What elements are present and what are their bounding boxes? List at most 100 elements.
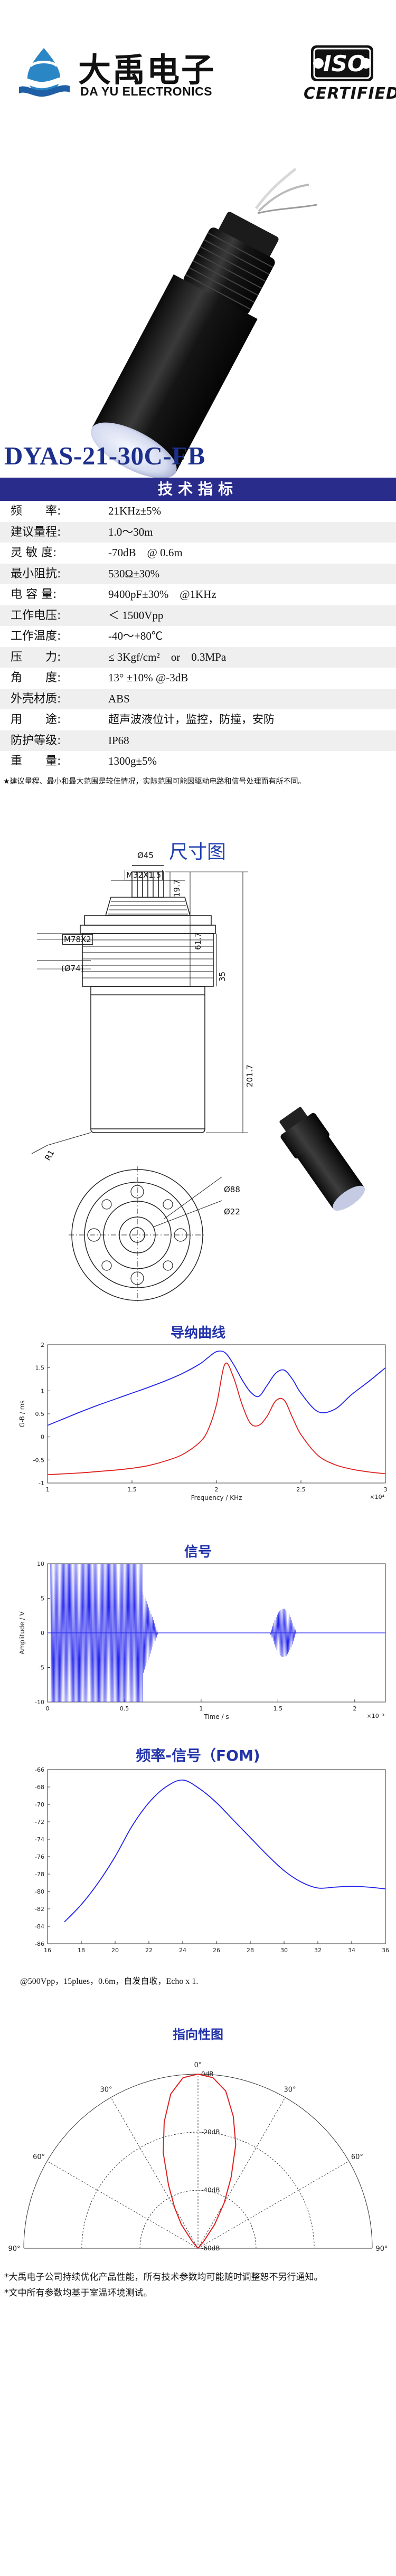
spec-value: ＜ 1500Vpp <box>108 609 164 622</box>
spec-row: 外壳材质:ABS <box>0 688 396 709</box>
polar-radial-label: -60dB <box>201 2245 220 2252</box>
x-tick-label: 0 <box>46 1705 50 1712</box>
x-tick-label: 1.5 <box>274 1705 283 1712</box>
x-tick-label: 2 <box>215 1486 219 1493</box>
y-tick-label: 5 <box>41 1595 44 1602</box>
y-tick-label: -82 <box>35 1906 44 1913</box>
spec-label: 频 率: <box>11 505 61 518</box>
y-tick-label: -5 <box>39 1665 44 1671</box>
iso-certified-text: CERTIFIED <box>304 84 396 103</box>
y-tick-label: 1 <box>41 1387 44 1394</box>
signal-segment-decay <box>143 1591 158 1673</box>
x-tick-label: 2.5 <box>296 1486 306 1493</box>
x-tick-label: 32 <box>314 1947 322 1954</box>
dim-diameter-22: Ø22 <box>224 1207 240 1216</box>
spec-label: 最小阻抗: <box>11 567 61 581</box>
x-tick-label: 22 <box>145 1947 153 1954</box>
y-tick-label: -78 <box>35 1871 44 1878</box>
spec-row: 工作温度:-40～+80℃ <box>0 626 396 647</box>
series-line-g <box>47 1350 386 1426</box>
chart-signal-title: 信号 <box>184 1544 212 1560</box>
dimension-drawing <box>31 865 285 1304</box>
y-tick-label: 0 <box>41 1630 44 1637</box>
company-logo <box>15 45 73 103</box>
y-tick-label: -0.5 <box>33 1457 44 1463</box>
dim-diameter-45: Ø45 <box>137 851 154 860</box>
polar-radial-label: -40dB <box>201 2187 220 2194</box>
x-tick-label: 16 <box>44 1947 51 1954</box>
plot-frame <box>47 1344 386 1484</box>
dim-height-61-7: 61.7 <box>193 932 203 950</box>
spec-value: 530Ω±30% <box>108 567 160 580</box>
series-line-fom <box>64 1779 386 1923</box>
iso-badge <box>311 45 373 81</box>
x-tick-label: 1 <box>46 1486 50 1493</box>
footnote-2: *文中所有参数均基于室温环境测试。 <box>4 2288 153 2298</box>
dim-diameter-74: (Ø74) <box>61 964 84 973</box>
spec-value: -70dB @ 0.6m <box>108 546 183 559</box>
x-exponent-label: ×10⁻³ <box>367 1713 384 1719</box>
spec-row: 用 途: 超声波液位计，监控，防撞，安防 <box>0 709 396 730</box>
product-model: DYAS-21-30C-FB <box>4 441 205 470</box>
x-tick-label: 30 <box>280 1947 288 1954</box>
spec-row: 灵 敏 度:-70dB @ 0.6m <box>0 543 396 564</box>
spec-value: 超声波液位计，监控，防撞，安防 <box>108 713 275 726</box>
spec-row: 频 率:21KHz±5% <box>0 501 396 522</box>
spec-label: 角 度: <box>11 671 61 685</box>
polar-angle-label: 90° <box>375 2245 388 2253</box>
y-tick-label: -66 <box>35 1766 44 1773</box>
x-tick-label: 28 <box>247 1947 254 1954</box>
footnote-1: *大禹电子公司持续优化产品性能，所有技术参数均可能随时调整恕不另行通知。 <box>4 2272 323 2283</box>
x-tick-label: 1 <box>199 1705 203 1712</box>
spec-table-heading: 技术指标 <box>0 478 396 501</box>
x-tick-label: 24 <box>179 1947 186 1954</box>
spec-footnote: ★建议量程、最小和最大范围是较佳情况，实际范围可能因驱动电路和信号处理而有所不同… <box>3 777 306 786</box>
y-tick-label: 0 <box>41 1434 44 1441</box>
brand-name-en: DA YU ELECTRONICS <box>80 84 213 98</box>
signal-segment-echo <box>270 1609 297 1657</box>
polar-spoke <box>197 2161 350 2249</box>
spec-label: 用 途: <box>11 713 61 726</box>
spec-label: 外壳材质: <box>11 692 61 706</box>
spec-label: 建议量程: <box>11 525 61 539</box>
polar-spoke <box>110 2097 199 2249</box>
spec-label: 电 容 量: <box>11 588 57 601</box>
x-tick-label: 3 <box>384 1486 388 1493</box>
spec-label: 工作电压: <box>11 609 61 622</box>
spec-value: 13° ±10% @-3dB <box>108 671 188 684</box>
series-line-b <box>47 1362 386 1476</box>
spec-row: 防护等级:IP68 <box>0 730 396 751</box>
y-tick-label: -76 <box>35 1853 44 1860</box>
spec-label: 防护等级: <box>11 734 61 747</box>
spec-value: ≤ 3Kgf/cm² or 0.3MPa <box>108 650 227 663</box>
plot-frame <box>47 1769 386 1944</box>
polar-angle-label: 60° <box>351 2153 363 2161</box>
y-tick-label: -1 <box>39 1480 44 1487</box>
dim-height-201-7: 201.7 <box>245 1064 254 1087</box>
y-axis-label: G-B / ms <box>18 1400 26 1427</box>
dim-diameter-88: Ø88 <box>224 1185 240 1194</box>
chart-directivity: 0°30°30°60°60°90°90°0dB-20dB-40dB-60dB <box>8 2037 388 2264</box>
spec-value: 9400pF±30% @1KHz <box>108 588 216 601</box>
spec-value: -40～+80℃ <box>108 630 163 642</box>
spec-value: 1.0～30m <box>108 525 153 538</box>
x-tick-label: 26 <box>213 1947 220 1954</box>
spec-row: 角 度: 13° ±10% @-3dB <box>0 668 396 689</box>
spec-label: 压 力: <box>11 650 61 664</box>
y-tick-label: -72 <box>35 1819 44 1826</box>
drawing-title: 尺寸图 <box>169 841 227 863</box>
y-tick-label: -80 <box>35 1888 44 1895</box>
y-tick-label: 0.5 <box>35 1411 45 1418</box>
polar-radial-label: -20dB <box>201 2128 220 2136</box>
y-tick-label: 10 <box>37 1561 44 1567</box>
chart-admittance-title: 导纳曲线 <box>170 1325 225 1341</box>
x-tick-label: 2 <box>353 1705 356 1712</box>
dim-height-35: 35 <box>218 971 227 982</box>
y-tick-label: -70 <box>35 1801 44 1808</box>
y-tick-label: 1.5 <box>35 1365 45 1372</box>
x-axis-label: Frequency / KHz <box>191 1494 242 1501</box>
spec-row: 压 力: ≤ 3Kgf/cm² or 0.3MPa <box>0 647 396 668</box>
